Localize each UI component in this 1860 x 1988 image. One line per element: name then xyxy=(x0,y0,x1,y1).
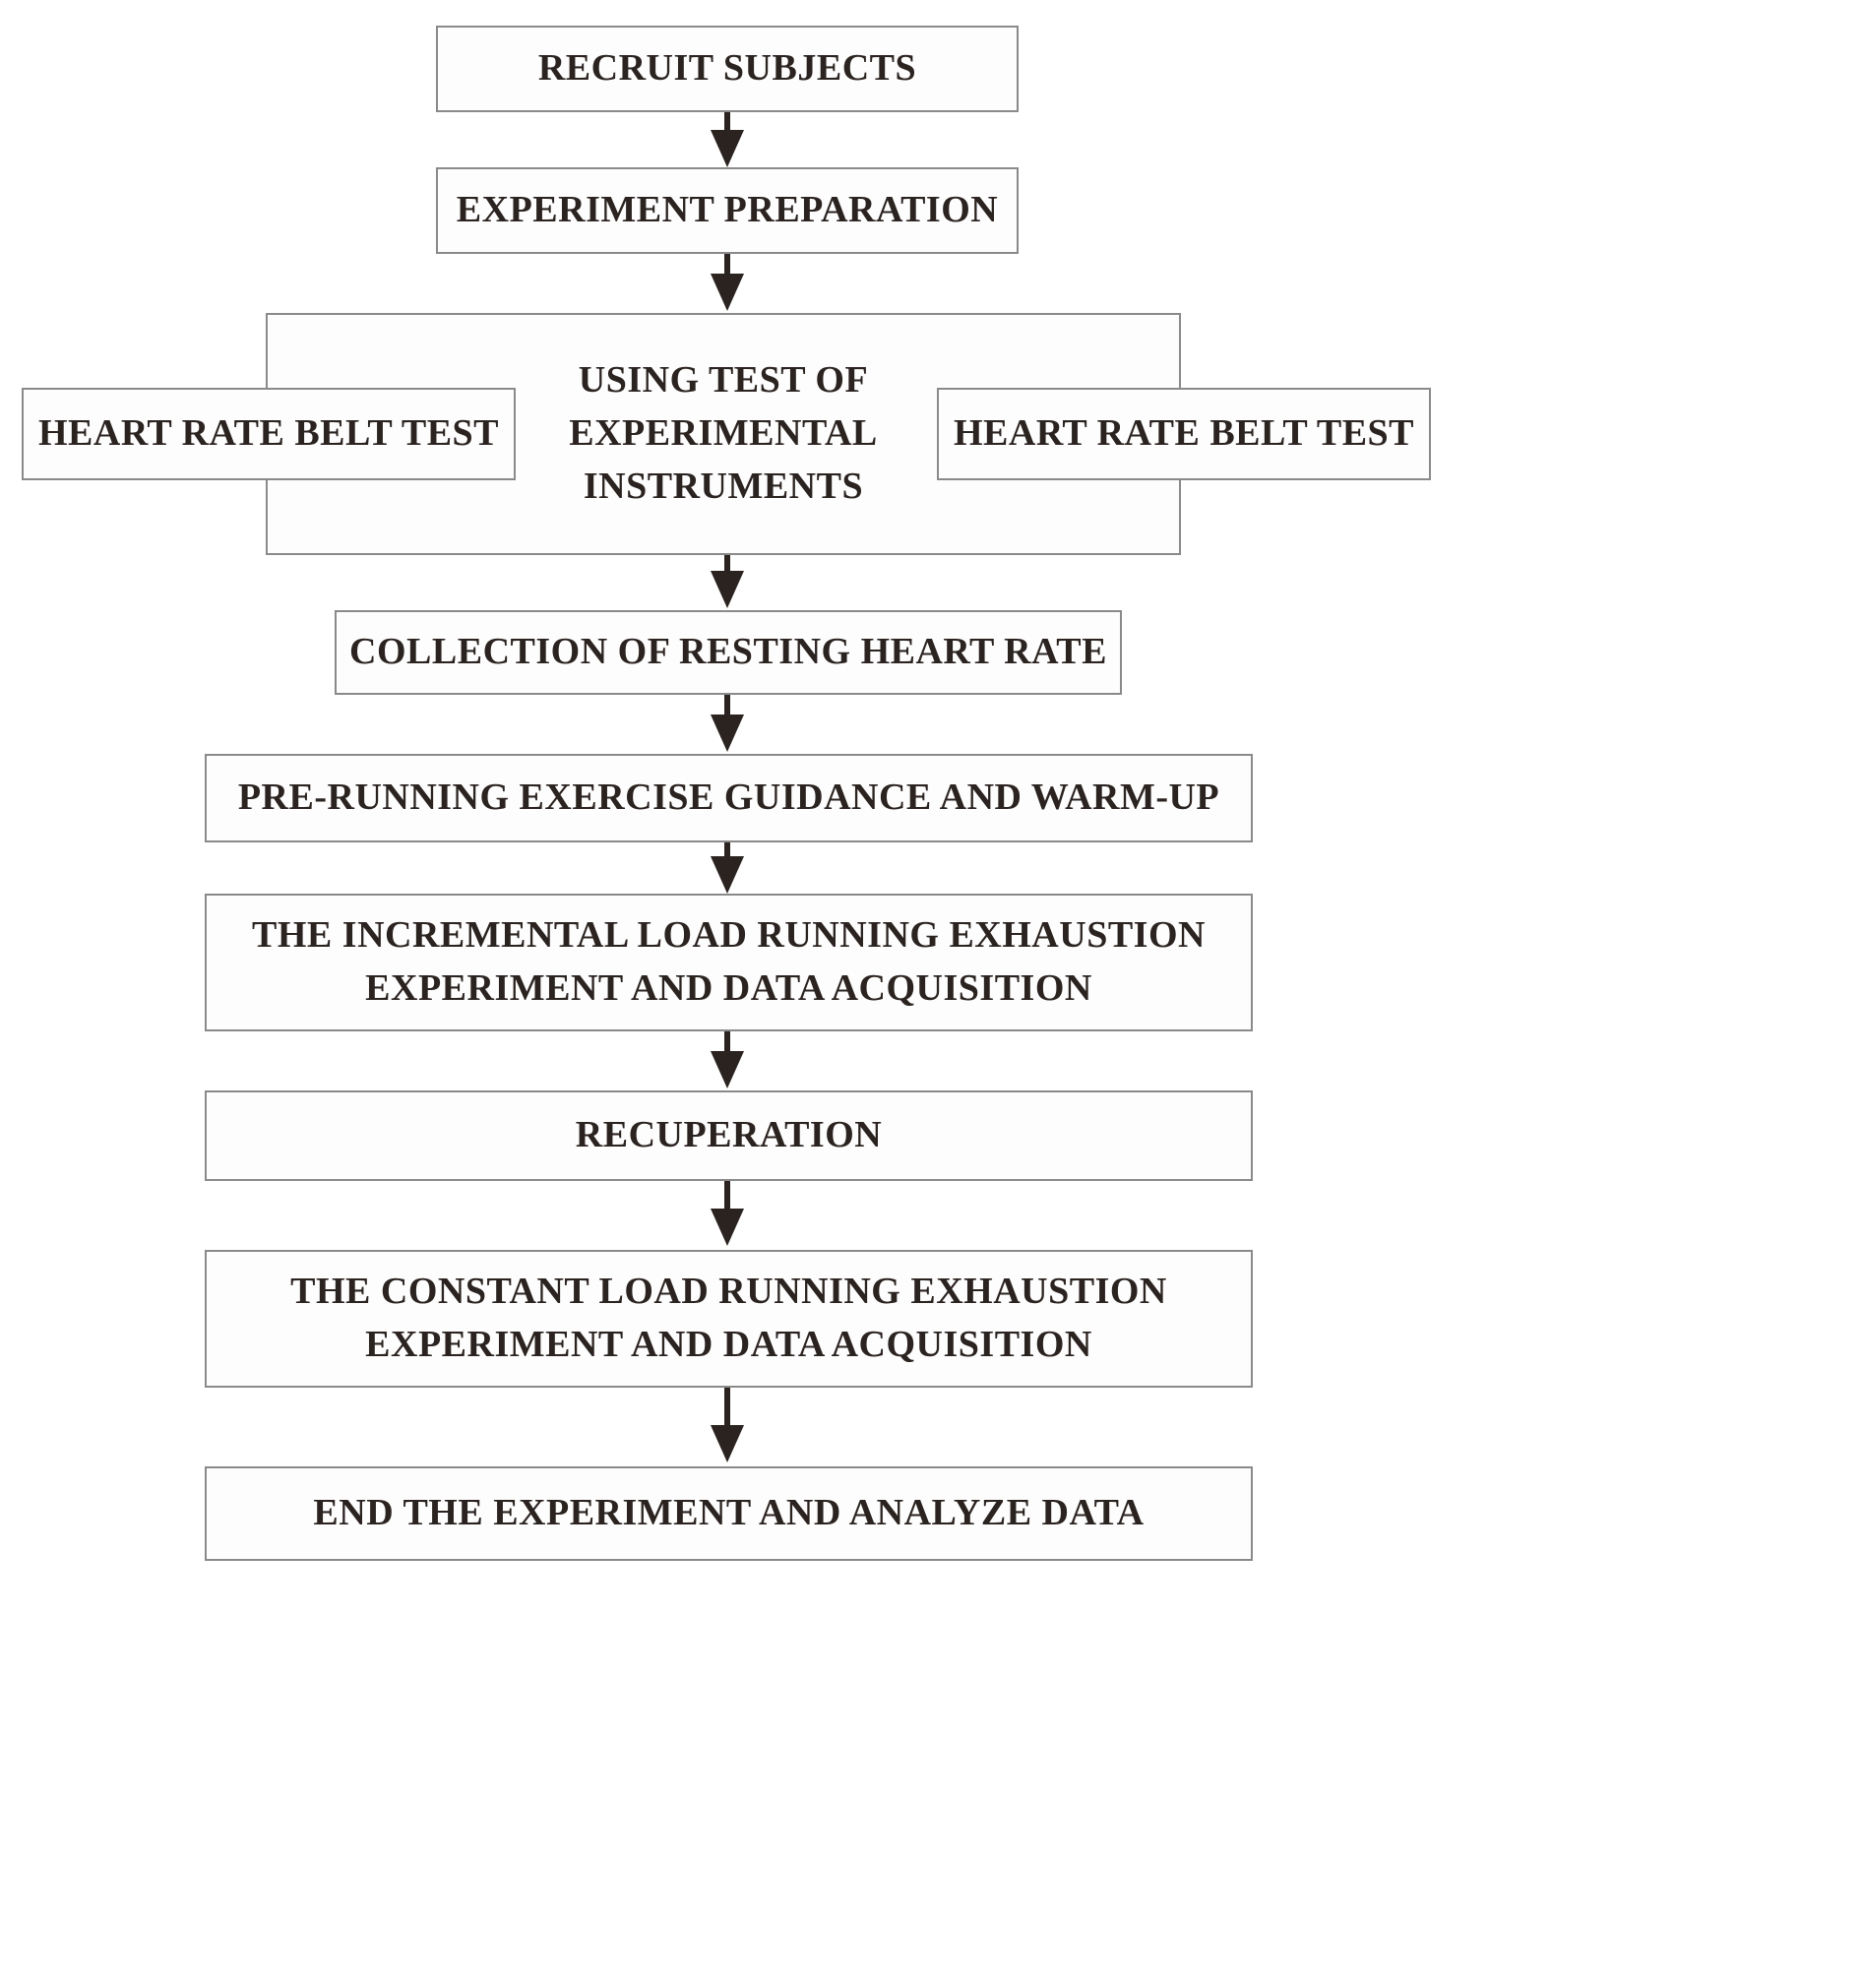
node-incremental-load-running-exhaustion[interactable]: THE INCREMENTAL LOAD RUNNING EXHAUSTION … xyxy=(205,894,1253,1031)
node-heart-rate-belt-test-right[interactable]: HEART RATE BELT TEST xyxy=(937,388,1431,480)
node-experiment-preparation[interactable]: EXPERIMENT PREPARATION xyxy=(436,167,1019,254)
node-constant-load-running-exhaustion[interactable]: THE CONSTANT LOAD RUNNING EXHAUSTION EXP… xyxy=(205,1250,1253,1388)
arrow-head xyxy=(711,130,744,167)
node-label: THE INCREMENTAL LOAD RUNNING EXHAUSTION … xyxy=(252,914,1206,1009)
arrow-head xyxy=(711,274,744,311)
arrow-stem xyxy=(724,254,730,280)
arrow-stem xyxy=(724,695,730,718)
arrow-head xyxy=(711,856,744,894)
node-recuperation[interactable]: RECUPERATION xyxy=(205,1090,1253,1181)
node-label: COLLECTION OF RESTING HEART RATE xyxy=(349,631,1107,673)
node-label: RECRUIT SUBJECTS xyxy=(537,47,917,90)
arrow-head xyxy=(711,1051,744,1088)
arrow-stem xyxy=(724,1031,730,1055)
node-end-experiment-and-analyze-data[interactable]: END THE EXPERIMENT AND ANALYZE DATA xyxy=(205,1466,1253,1561)
node-heart-rate-belt-test-left[interactable]: HEART RATE BELT TEST xyxy=(22,388,516,480)
arrow-head xyxy=(711,1209,744,1246)
node-label: HEART RATE BELT TEST xyxy=(953,412,1415,455)
arrow-head xyxy=(711,1425,744,1462)
arrow-stem xyxy=(724,1181,730,1212)
node-recruit-subjects[interactable]: RECRUIT SUBJECTS xyxy=(436,26,1019,112)
node-label: THE CONSTANT LOAD RUNNING EXHAUSTION EXP… xyxy=(290,1271,1167,1365)
node-label: PRE-RUNNING EXERCISE GUIDANCE AND WARM-U… xyxy=(237,777,1220,819)
arrow-stem xyxy=(724,842,730,860)
arrow-head xyxy=(711,714,744,752)
node-label: RECUPERATION xyxy=(575,1114,883,1156)
node-label: END THE EXPERIMENT AND ANALYZE DATA xyxy=(313,1492,1145,1534)
arrow-stem xyxy=(724,555,730,577)
node-label: USING TEST OF EXPERIMENTAL INSTRUMENTS xyxy=(569,359,878,507)
arrow-head xyxy=(711,571,744,608)
arrow-stem xyxy=(724,1388,730,1429)
node-pre-running-exercise-guidance-and-warm-up[interactable]: PRE-RUNNING EXERCISE GUIDANCE AND WARM-U… xyxy=(205,754,1253,842)
node-label: HEART RATE BELT TEST xyxy=(37,412,500,455)
node-collection-of-resting-heart-rate[interactable]: COLLECTION OF RESTING HEART RATE xyxy=(335,610,1122,695)
node-label: EXPERIMENT PREPARATION xyxy=(456,189,999,231)
arrow-stem xyxy=(724,112,730,136)
